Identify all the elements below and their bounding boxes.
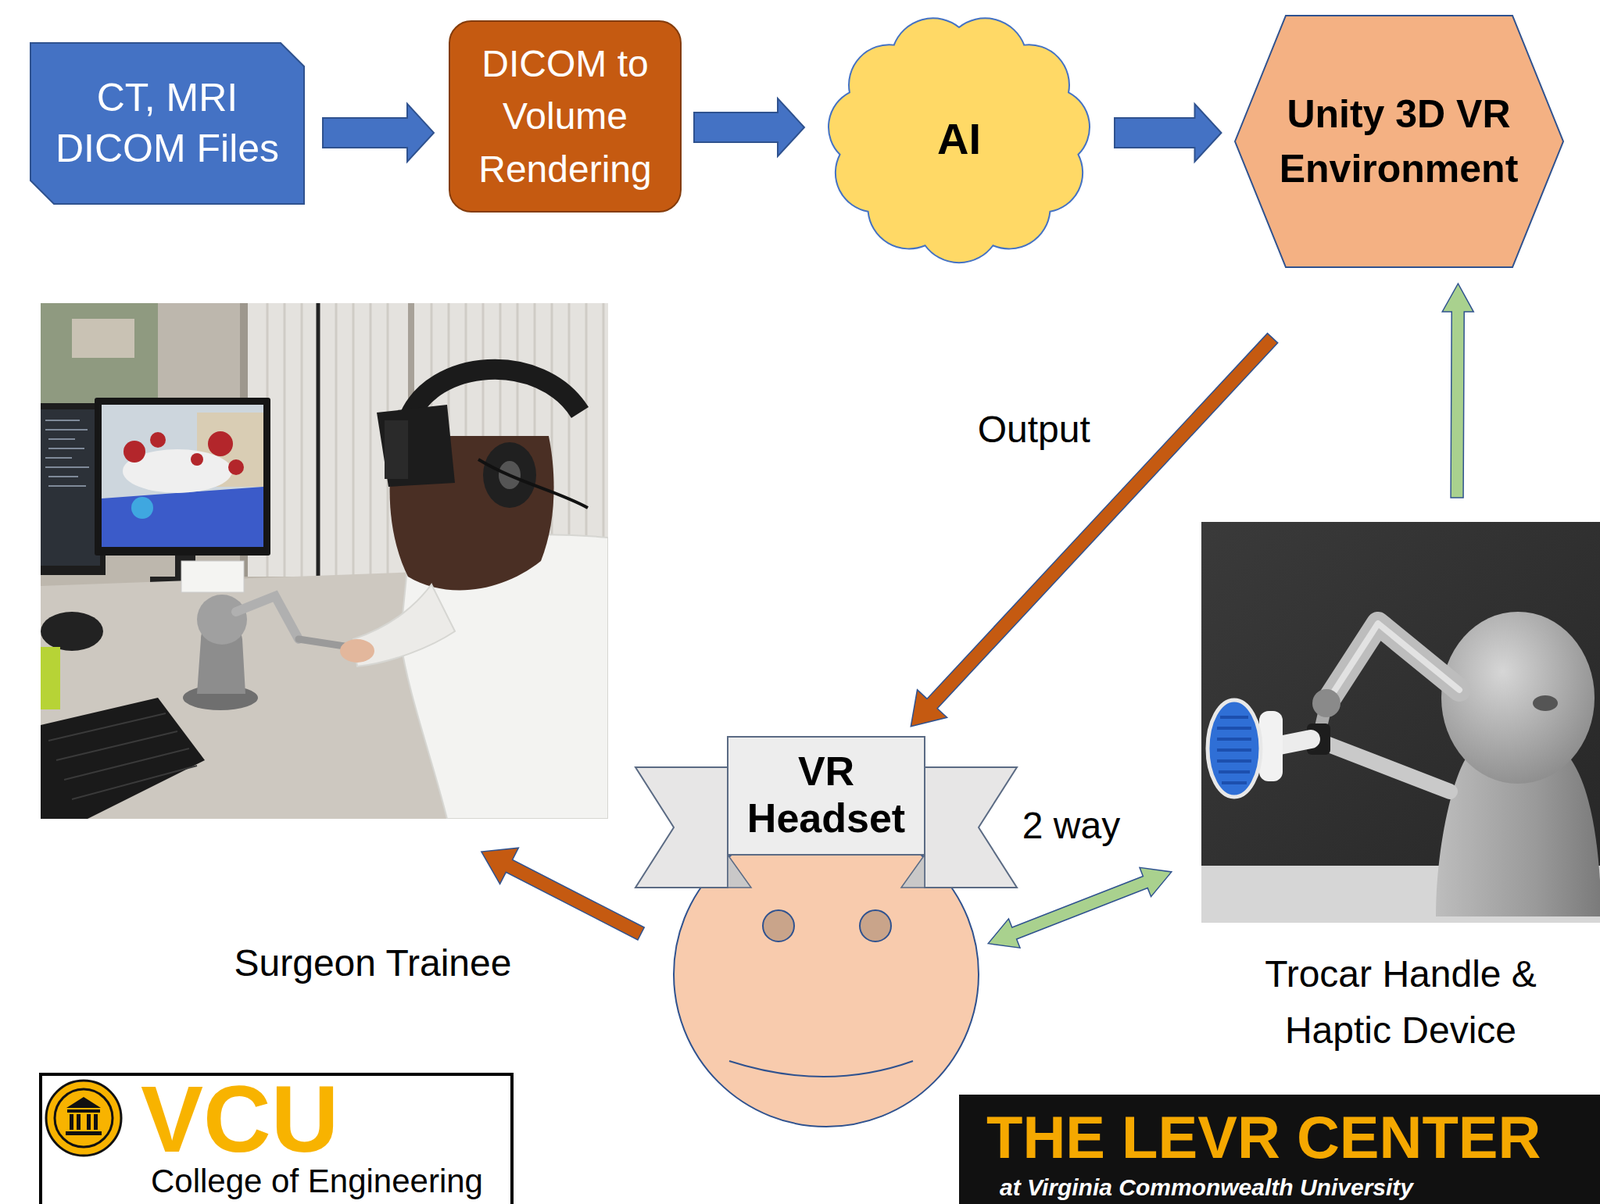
node-shape [30, 42, 305, 205]
logo-wordmark: VCU [140, 1072, 339, 1167]
node-text: CT, MRI DICOM Files [46, 72, 289, 175]
block-arrow [910, 333, 1278, 727]
vr-environment-hexagon: Unity 3D VR Environment [1234, 15, 1564, 268]
edge-label-holder: Output [973, 405, 1096, 455]
banner-fold [901, 855, 925, 888]
edge-label: 2 way [1017, 801, 1125, 851]
hexagon-shape [1234, 15, 1564, 268]
node-text: DICOM to Volume Rendering [471, 37, 659, 196]
logo-subtitle: College of Engineering [150, 1164, 484, 1200]
haptic-device-photo: Trocar Handle & Haptic Device [1201, 522, 1600, 924]
file-box: CT, MRI DICOM Files [30, 42, 305, 205]
block-arrow [481, 848, 645, 941]
trainee-photo-art [40, 303, 609, 820]
university-seal [46, 1080, 122, 1157]
label-holder: VCU [140, 1072, 339, 1167]
process-box: DICOM to Volume Rendering [448, 20, 682, 213]
block-arrow [1114, 103, 1222, 162]
banner-center [727, 737, 925, 856]
cloud-shape [828, 17, 1090, 263]
face-eye [859, 910, 892, 942]
node-text: AI [937, 112, 981, 165]
label-holder: THE LEVR CENTER [986, 1108, 1541, 1168]
block-arrow [694, 98, 805, 157]
edge-label-holder: 2 way [1017, 801, 1125, 851]
node-shape [1234, 15, 1564, 268]
face-smile [729, 1061, 913, 1078]
logo-wordmark: THE LEVR CENTER [986, 1108, 1541, 1168]
ai-cloud: AI [821, 10, 1097, 268]
rounded-rect [449, 21, 681, 212]
trainee-photo: Surgeon Trainee [40, 303, 609, 820]
block-arrow [987, 867, 1172, 949]
label-holder: at Virginia Commonwealth University [999, 1174, 1414, 1201]
card-shape [30, 42, 305, 205]
logo-subtitle: at Virginia Commonwealth University [999, 1174, 1414, 1201]
block-arrow [1442, 283, 1474, 498]
face-eye [762, 910, 795, 942]
banner-wing [635, 767, 728, 888]
headset-face: VR Headset [672, 737, 980, 1128]
node-text: Surgeon Trainee [137, 935, 609, 992]
node-text: Unity 3D VR Environment [1270, 86, 1529, 197]
banner-wing [924, 767, 1017, 888]
node-text: VR Headset [741, 748, 911, 843]
banner-fold [727, 855, 752, 888]
levr-logo-band [959, 1095, 1600, 1204]
block-arrow [322, 103, 434, 162]
label-holder: College of Engineering [150, 1164, 484, 1200]
edge-label: Output [973, 405, 1096, 455]
haptic-device-photo-art [1201, 522, 1600, 924]
node-text: Trocar Handle & Haptic Device [1236, 946, 1565, 1060]
